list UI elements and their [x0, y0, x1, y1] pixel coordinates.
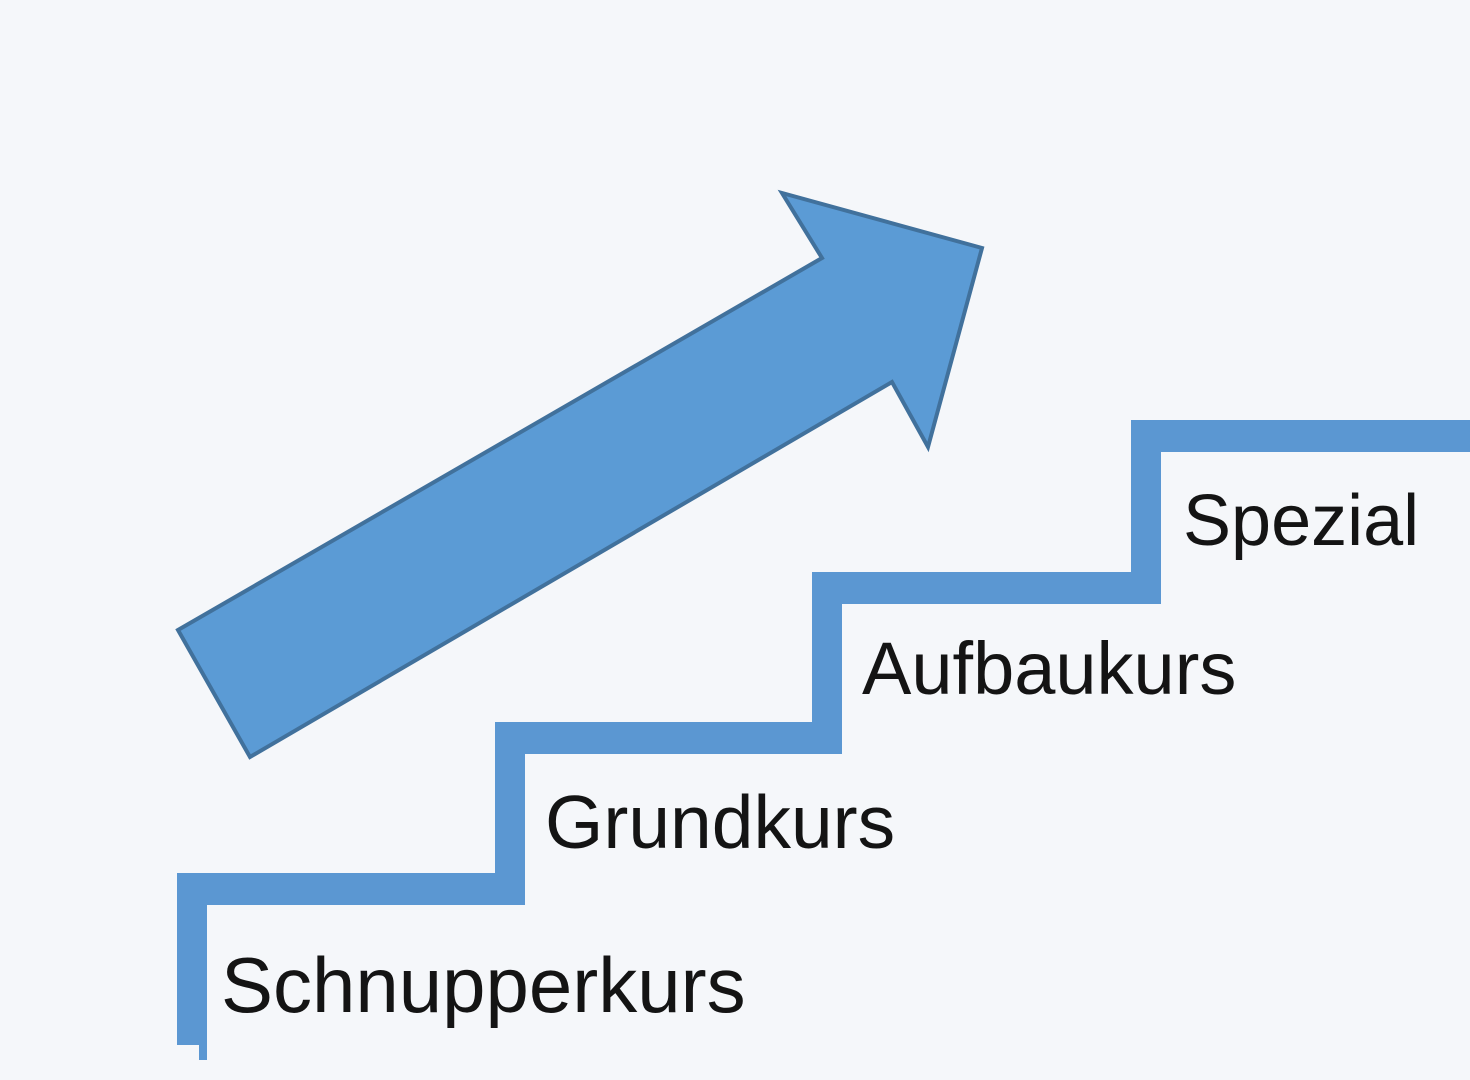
growth-arrow-icon [175, 189, 985, 760]
step-label-schnupperkurs: Schnupperkurs [221, 941, 746, 1029]
step-label-grundkurs: Grundkurs [545, 780, 895, 864]
step-label-spezial: Spezial [1183, 481, 1419, 561]
staircase-line [177, 420, 1470, 1045]
step-label-aufbaukurs: Aufbaukurs [862, 627, 1236, 710]
